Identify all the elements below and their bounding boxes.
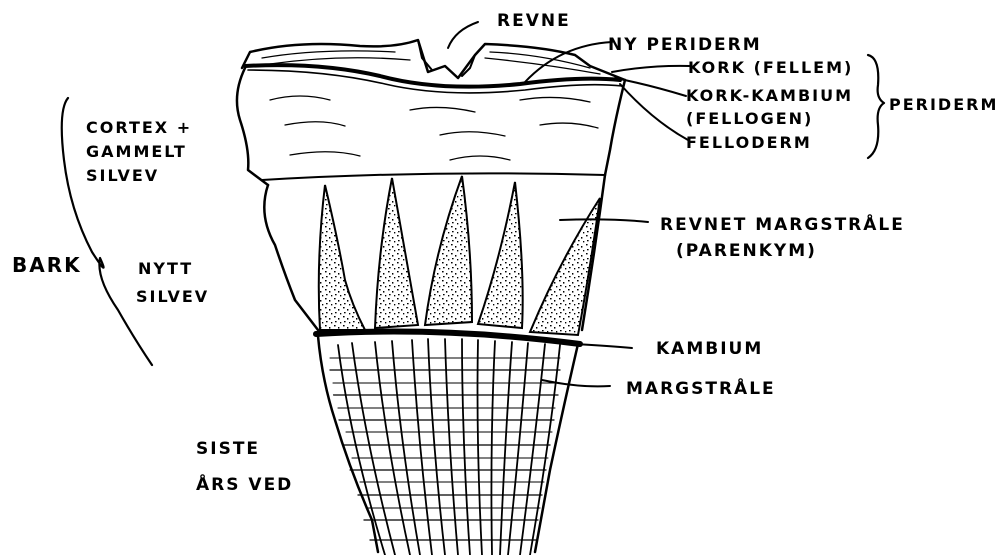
label-revne: REVNE <box>497 11 571 31</box>
kork-leader <box>612 66 690 72</box>
kambium-leader <box>575 344 632 348</box>
label-revnet-margstrale: REVNET MARGSTRÅLE <box>660 212 905 235</box>
label-siste: SISTE <box>196 439 260 459</box>
label-kork-kambium: KORK-KAMBIUM <box>686 86 853 105</box>
cortex-cells <box>270 96 598 160</box>
revnet-leader <box>560 219 648 222</box>
xylem-vessels <box>330 339 560 555</box>
felloderm-leader <box>620 84 688 140</box>
periderm-bracket <box>868 55 884 158</box>
label-kambium: KAMBIUM <box>656 339 763 359</box>
phloem-wedges <box>319 176 600 335</box>
label-felloderm: FELLODERM <box>686 133 812 152</box>
label-nytt: NYTT <box>138 259 193 278</box>
label-periderm: PERIDERM <box>889 95 998 114</box>
cortex-left-edge <box>237 68 268 185</box>
label-silvev-old: SILVEV <box>86 166 159 185</box>
label-bark: BARK <box>12 253 82 277</box>
label-kork: KORK (FELLEM) <box>688 58 853 77</box>
label-parenkym: (PARENKYM) <box>676 241 817 261</box>
revne-leader <box>448 22 478 48</box>
label-ars-ved: ÅRS VED <box>196 472 293 495</box>
label-margstrale: MARGSTRÅLE <box>626 376 776 399</box>
label-ny-periderm: NY PERIDERM <box>608 35 762 55</box>
label-fellogen: (FELLOGEN) <box>686 109 813 128</box>
kork-kambium-leader <box>615 78 686 96</box>
cortex-bottom <box>262 173 605 180</box>
label-silvev-new: SILVEV <box>136 287 209 306</box>
cortex-right-edge <box>605 80 625 175</box>
label-cortex: CORTEX + <box>86 118 192 137</box>
phloem-left-edge <box>264 185 318 330</box>
label-gammelt: GAMMELT <box>86 142 187 161</box>
bark-bracket <box>62 98 152 365</box>
